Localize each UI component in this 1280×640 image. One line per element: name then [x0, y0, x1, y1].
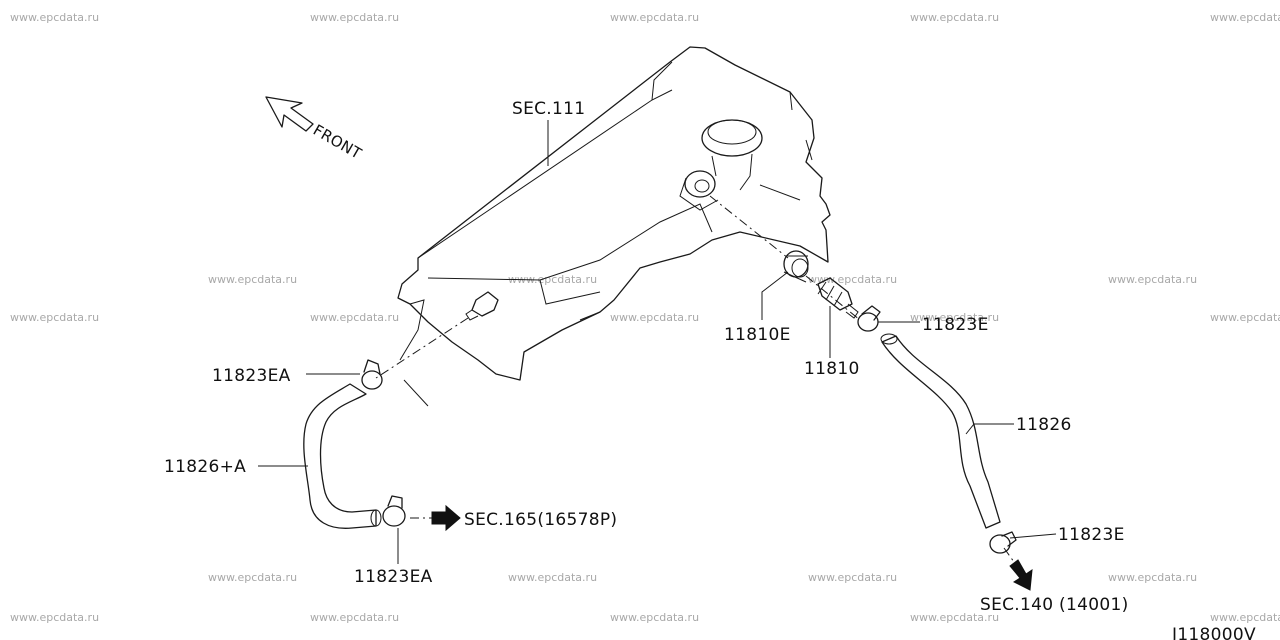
label-11810: 11810 [804, 359, 860, 379]
label-sec111: SEC.111 [512, 99, 585, 119]
hose-outline [881, 335, 1001, 529]
centerline-outlet-right [1003, 547, 1015, 563]
hose-end [370, 509, 382, 527]
watermark: www.epcdata.ru [310, 611, 399, 624]
label-sec165: SEC.165(16578P) [464, 510, 617, 530]
watermark: www.epcdata.ru [508, 571, 597, 584]
breather-nipple [471, 291, 499, 317]
grommet-body [783, 255, 808, 283]
clamp-ring [857, 312, 879, 332]
hose-outline [303, 383, 377, 529]
hose-end [880, 333, 898, 345]
label-11823EA-bottom: 11823EA [354, 567, 433, 587]
drawing-id: J118000V [1171, 625, 1256, 640]
watermark: www.epcdata.ru [808, 273, 897, 286]
front-arrow-icon [265, 96, 314, 132]
watermark: www.epcdata.ru [610, 11, 699, 24]
leader-11826 [965, 423, 1014, 435]
rocker-cover-edge [759, 91, 813, 201]
watermark: www.epcdata.ru [10, 11, 99, 24]
leader-11823E-bottom [1009, 533, 1057, 539]
rocker-cover-rib [427, 203, 713, 281]
front-label: FRONT [310, 121, 365, 163]
pcv-valve-ribs [817, 281, 843, 307]
watermark: www.epcdata.ru [1210, 11, 1280, 24]
pcv-valve-body [817, 277, 853, 311]
watermark: www.epcdata.ru [208, 571, 297, 584]
label-11826A: 11826+A [164, 457, 246, 477]
label-sec140: SEC.140 (14001) [980, 595, 1129, 615]
oil-filler-cap-top [707, 119, 757, 145]
clamp-ring [989, 534, 1011, 554]
clamp-11823EA-top [361, 359, 383, 390]
leader-11810E [761, 271, 789, 320]
centerline-valve [805, 275, 861, 321]
oil-filler-neck [711, 153, 753, 191]
breather-nipple-tip [465, 309, 479, 321]
rocker-cover-outline [397, 46, 831, 381]
clamp-tab [363, 359, 381, 375]
leader-lines [258, 120, 1057, 564]
pcv-port-inner [694, 179, 710, 193]
watermark: www.epcdata.ru [610, 311, 699, 324]
watermark: www.epcdata.ru [10, 311, 99, 324]
watermark: www.epcdata.ru [208, 273, 297, 286]
rocker-cover-ridge [417, 61, 673, 259]
watermark: www.epcdata.ru [310, 311, 399, 324]
pcv-valve-11810 [817, 277, 859, 319]
flow-arrow-sec165-icon [431, 504, 461, 532]
centerline-rear [375, 317, 469, 379]
watermark: www.epcdata.ru [1108, 273, 1197, 286]
pcv-valve-tip [845, 303, 859, 319]
clamp-tab [861, 305, 881, 321]
hose-11826 [880, 333, 1001, 529]
rocker-cover [397, 46, 831, 407]
watermark: www.epcdata.ru [508, 273, 597, 286]
clamp-11823E-bottom [989, 531, 1017, 554]
rocker-cover-rib [539, 279, 601, 321]
clamp-ring [382, 505, 406, 527]
watermark: www.epcdata.ru [1108, 571, 1197, 584]
label-11823EA-top: 11823EA [212, 366, 291, 386]
watermark: www.epcdata.ru [808, 571, 897, 584]
label-11823E-bottom: 11823E [1058, 525, 1125, 545]
flow-arrow-sec140-icon [1009, 559, 1033, 591]
clamp-11823E-top [857, 305, 881, 332]
watermark: www.epcdata.ru [610, 611, 699, 624]
centerline-pcv [709, 195, 789, 259]
label-11810E: 11810E [724, 325, 791, 345]
label-11823E-top: 11823E [922, 315, 989, 335]
watermark: www.epcdata.ru [910, 11, 999, 24]
watermark-layer: www.epcdata.ru www.epcdata.ru www.epcdat… [10, 11, 1280, 624]
pcv-port [684, 170, 716, 198]
watermark: www.epcdata.ru [1210, 611, 1280, 624]
grommet-11810E [783, 250, 809, 283]
front-direction-indicator: FRONT [265, 96, 365, 163]
grommet-inner [791, 258, 809, 278]
part-labels: SEC.111 11810E 11810 11823E 11826 11823E… [164, 99, 1256, 640]
watermark: www.epcdata.ru [910, 311, 999, 324]
clamp-11823EA-bottom [382, 495, 406, 527]
watermark: www.epcdata.ru [910, 611, 999, 624]
clamp-tab [1001, 531, 1017, 547]
watermark: www.epcdata.ru [10, 611, 99, 624]
label-11826: 11826 [1016, 415, 1072, 435]
rocker-cover-flange [399, 299, 429, 407]
clamp-ring [361, 370, 383, 390]
watermark: www.epcdata.ru [1210, 311, 1280, 324]
clamp-tab [387, 495, 403, 509]
pcv-port-body [679, 177, 719, 211]
watermark: www.epcdata.ru [310, 11, 399, 24]
hose-11826A [303, 383, 382, 529]
